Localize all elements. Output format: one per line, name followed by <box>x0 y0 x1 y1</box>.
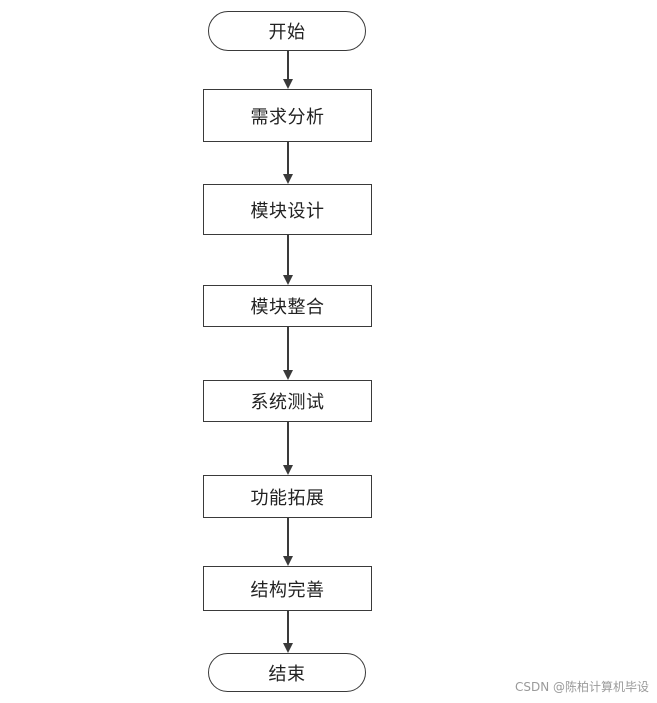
arrow-head-icon <box>283 643 293 653</box>
step-label: 功能拓展 <box>250 487 325 509</box>
step-node-system-testing: 系统测试 <box>203 380 372 422</box>
start-node: 开始 <box>208 11 366 51</box>
arrow-head-icon <box>283 275 293 285</box>
step-label: 结构完善 <box>250 579 325 601</box>
connector-line <box>287 327 289 370</box>
connector-line <box>287 422 289 465</box>
step-node-requirements: 需求分析 <box>203 89 372 142</box>
connector-line <box>287 518 289 556</box>
start-label: 开始 <box>268 22 306 43</box>
arrow-head-icon <box>283 370 293 380</box>
end-label: 结束 <box>268 663 306 685</box>
connector-line <box>287 611 289 643</box>
step-label: 需求分析 <box>250 106 325 128</box>
connector-line <box>287 51 289 79</box>
step-node-module-integration: 模块整合 <box>203 285 372 327</box>
step-node-structure-refinement: 结构完善 <box>203 566 372 611</box>
step-label: 模块设计 <box>250 200 325 222</box>
connector-line <box>287 235 289 275</box>
arrow-head-icon <box>283 556 293 566</box>
step-label: 系统测试 <box>250 392 325 413</box>
step-node-module-design: 模块设计 <box>203 184 372 235</box>
arrow-head-icon <box>283 465 293 475</box>
arrow-head-icon <box>283 79 293 89</box>
step-label: 模块整合 <box>250 297 325 318</box>
step-node-feature-extension: 功能拓展 <box>203 475 372 518</box>
arrow-head-icon <box>283 174 293 184</box>
connector-line <box>287 142 289 174</box>
watermark: CSDN @陈柏计算机毕设 <box>514 680 649 694</box>
end-node: 结束 <box>208 653 366 692</box>
